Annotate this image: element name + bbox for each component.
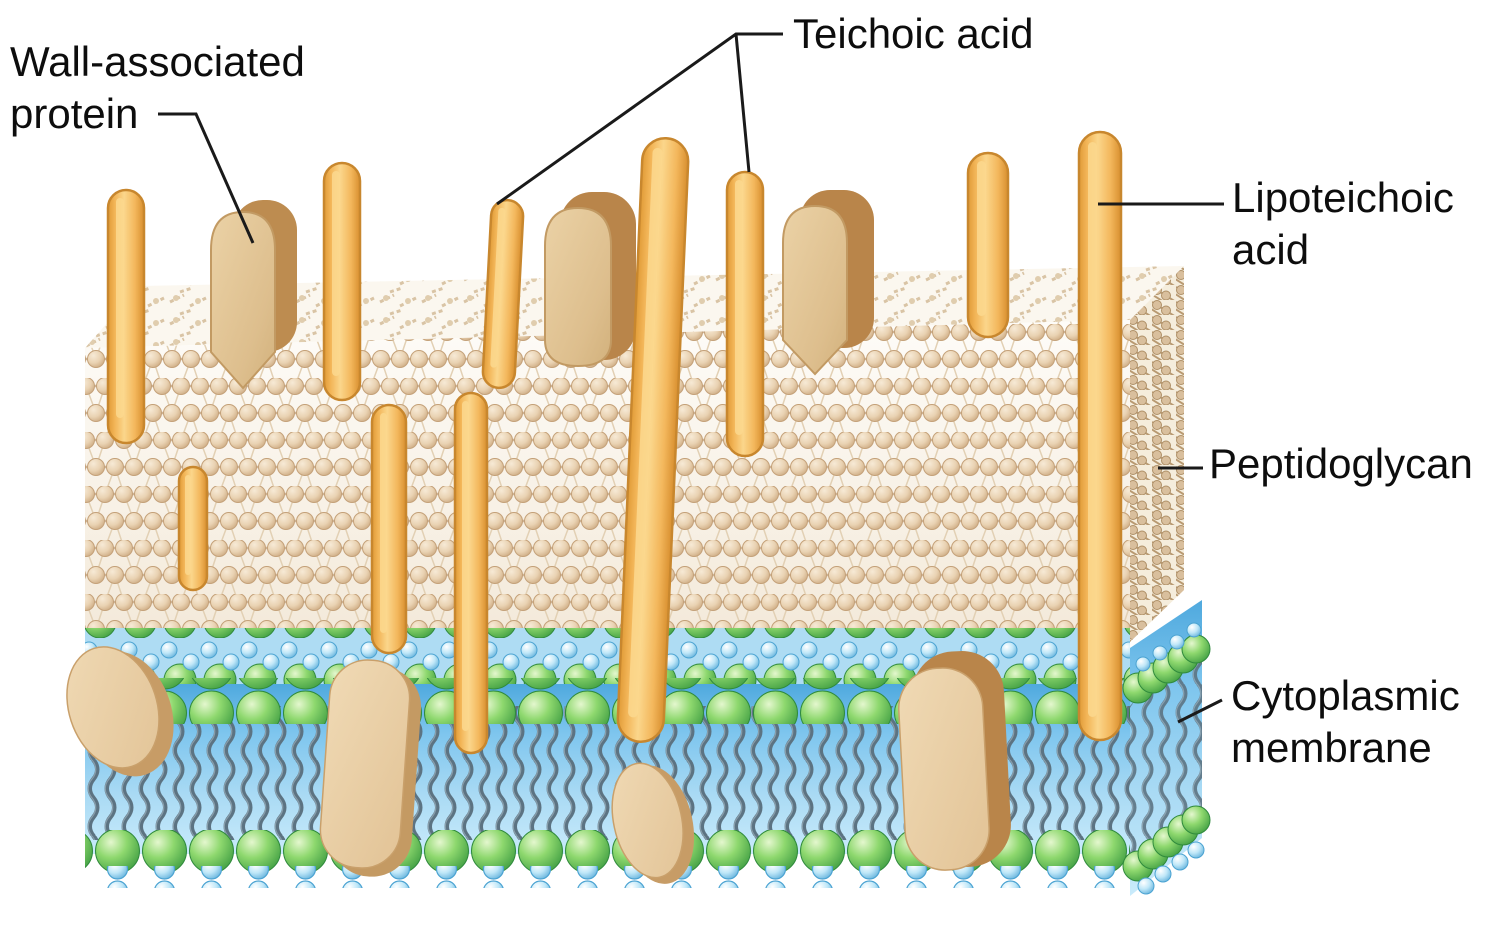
label-peptidoglycan: Peptidoglycan: [1209, 438, 1473, 490]
teichoic-acid-strand: [322, 161, 362, 402]
leader-wall-associated-protein: [158, 112, 255, 244]
leader-cytoplasmic-membrane: [1177, 698, 1223, 724]
wall-associated-proteins: [210, 190, 874, 390]
wall-associated-protein-shape: [544, 192, 636, 368]
leader-lines: [158, 32, 1224, 724]
teichoic-acid-strand: [966, 151, 1010, 339]
wall-associated-protein-shape: [782, 190, 874, 376]
teichoic-acid-strand: [370, 403, 408, 655]
teichoic-acid-strand: [725, 170, 765, 458]
membrane-side-heads: [1122, 622, 1211, 895]
membrane-protein: [66, 646, 174, 777]
membrane-protein: [898, 651, 1011, 871]
teichoic-acid-strand: [453, 391, 489, 755]
label-cytoplasmic-membrane: Cytoplasmic membrane: [1231, 670, 1460, 774]
teichoic-acid-strand: [481, 198, 525, 390]
label-line: Lipoteichoic: [1232, 174, 1454, 221]
label-line: protein: [10, 90, 139, 137]
label-lipoteichoic-acid: Lipoteichoic acid: [1232, 172, 1454, 276]
label-wall-associated-protein: Wall-associated protein: [10, 36, 305, 140]
label-line: Peptidoglycan: [1209, 440, 1473, 487]
inner-bead-row: [85, 866, 1130, 888]
label-line: membrane: [1231, 724, 1432, 771]
label-line: Cytoplasmic: [1231, 672, 1460, 719]
teichoic-acid-strands: [106, 130, 1123, 755]
label-line: Wall-associated: [10, 38, 305, 85]
label-teichoic-acid: Teichoic acid: [793, 8, 1033, 60]
membrane-side-tails: [1130, 628, 1202, 856]
membrane-proteins: [66, 646, 1011, 884]
wall-associated-protein-shape: [210, 200, 297, 390]
membrane-protein: [611, 762, 695, 884]
membrane-protein: [319, 659, 422, 877]
teichoic-acid-strand: [106, 188, 146, 445]
teichoic-acid-strand: [177, 465, 209, 592]
label-line: acid: [1232, 226, 1310, 273]
teichoic-acid-strand: [616, 137, 690, 743]
wall-side-face-mesh: [1130, 266, 1184, 642]
leader-teichoic-acid: [496, 32, 783, 206]
lipoteichoic-acid-strand: [1077, 130, 1123, 742]
label-line: Teichoic acid: [793, 10, 1034, 57]
